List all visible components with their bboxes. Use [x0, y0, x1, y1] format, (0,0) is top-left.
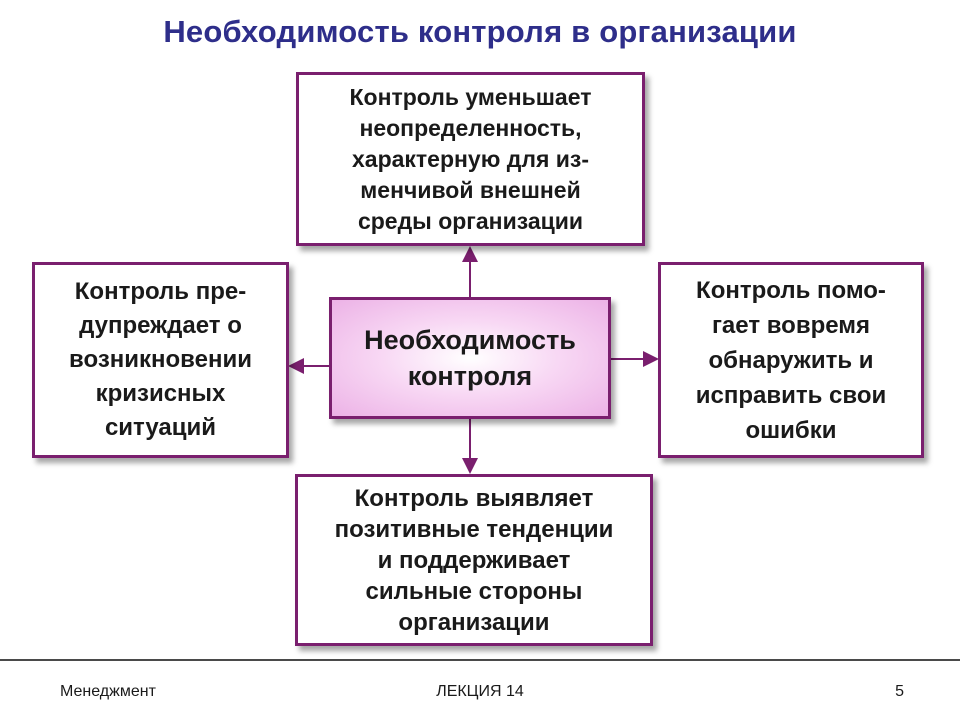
box-positive-trends: Контроль выявляет позитивные тенденции и…	[295, 474, 653, 646]
box-center-text: Необходимость контроля	[364, 325, 576, 391]
box-top-text: Контроль уменьшает неопределенность, хар…	[349, 83, 592, 234]
box-right-text: Контроль помо- гает вовремя обнаружить и…	[695, 276, 887, 444]
box-center-necessity: Необходимость контроля	[329, 297, 611, 419]
box-bottom-text: Контроль выявляет позитивные тенденции и…	[334, 484, 614, 636]
box-left-text: Контроль пре- дупреждает о возникновении…	[69, 278, 252, 441]
box-detect-errors: Контроль помо- гает вовремя обнаружить и…	[658, 262, 924, 458]
footer-course: Менеджмент	[60, 683, 156, 700]
footer-page-number: 5	[895, 683, 904, 700]
slide-title: Необходимость контроля в организации	[163, 14, 797, 49]
box-reduces-uncertainty: Контроль уменьшает неопределенность, хар…	[296, 72, 645, 246]
box-warns-crisis: Контроль пре- дупреждает о возникновении…	[32, 262, 289, 458]
footer-divider	[0, 659, 960, 661]
footer-lecture: ЛЕКЦИЯ 14	[436, 683, 524, 700]
